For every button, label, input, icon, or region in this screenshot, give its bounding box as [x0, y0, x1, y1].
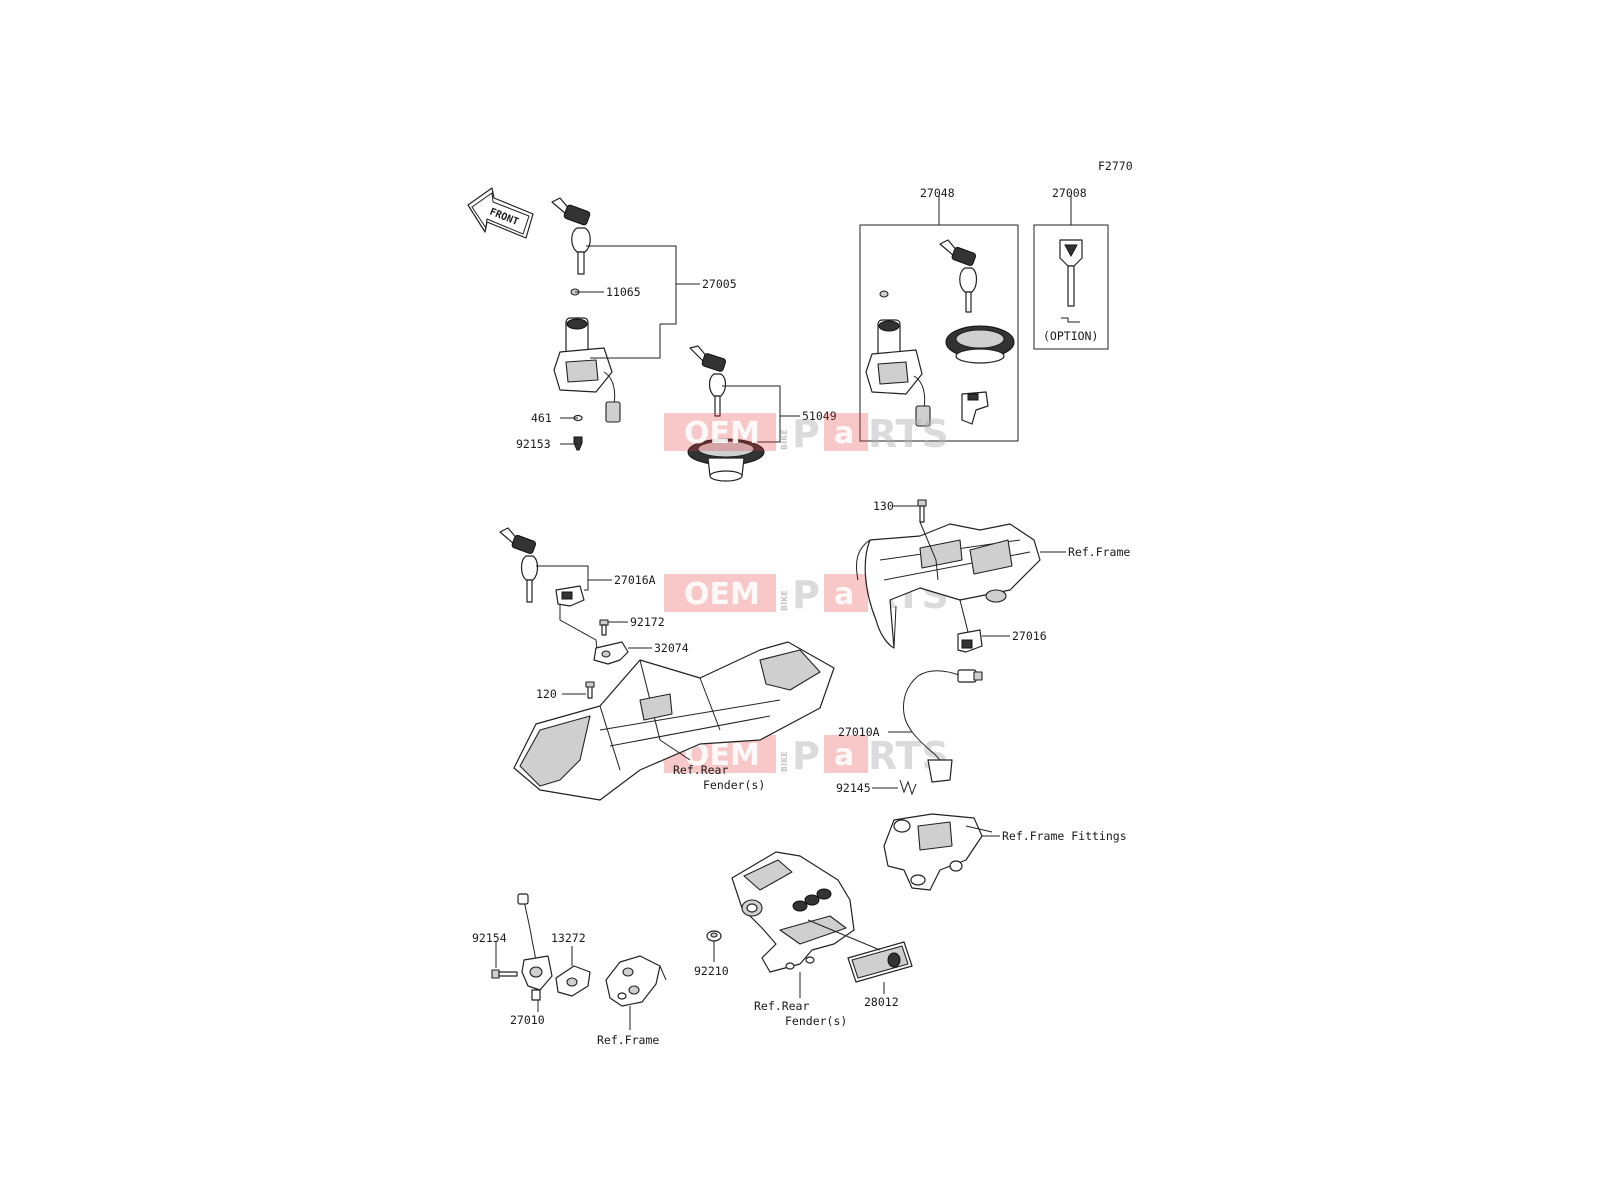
- label-27008: 27008: [1052, 186, 1087, 200]
- front-arrow-icon: FRONT: [467, 187, 534, 239]
- watermark-3: OEM BIKE P a RTS: [664, 734, 949, 778]
- fuel-cap-key-icon: [689, 345, 727, 417]
- fuel-cap-2-icon: [945, 325, 1015, 364]
- ignition-switch-icon: [553, 288, 621, 451]
- plate-13272-icon: [555, 965, 591, 997]
- svg-text:a: a: [834, 577, 854, 612]
- figure-code: F2770: [1098, 159, 1133, 173]
- label-option: (OPTION): [1043, 329, 1098, 343]
- svg-text:BIKE: BIKE: [780, 429, 789, 450]
- label-120: 120: [536, 687, 557, 701]
- label-ref-rear-1b: Fender(s): [703, 778, 765, 792]
- key-set-icon: [939, 239, 978, 313]
- label-28012: 28012: [864, 995, 899, 1009]
- label-92172: 92172: [630, 615, 665, 629]
- svg-text:OEM: OEM: [684, 577, 760, 612]
- label-32074: 32074: [654, 641, 689, 655]
- reflector-28012-icon: [847, 941, 913, 983]
- bolt-120-icon: [585, 681, 595, 699]
- label-130: 130: [873, 499, 894, 513]
- label-ref-frame-1: Ref.Frame: [1068, 545, 1130, 559]
- label-92210: 92210: [694, 964, 729, 978]
- svg-text:a: a: [834, 416, 854, 451]
- label-27010: 27010: [510, 1013, 545, 1027]
- svg-text:OEM: OEM: [684, 416, 760, 451]
- ignition-switch-2-icon: [865, 290, 931, 427]
- label-51049: 51049: [802, 409, 837, 423]
- label-27010a: 27010A: [838, 725, 880, 739]
- label-27016: 27016: [1012, 629, 1047, 643]
- bolt-92154-icon: [491, 969, 518, 979]
- ignition-key-icon: [551, 197, 591, 275]
- seat-lock-27016-icon: [957, 629, 983, 653]
- lock-27016a-icon: [555, 585, 585, 607]
- frame-bracket-icon: [605, 955, 667, 1007]
- label-11065: 11065: [606, 285, 641, 299]
- label-ref-frame-2: Ref.Frame: [597, 1033, 659, 1047]
- label-27005: 27005: [702, 277, 737, 291]
- svg-text:a: a: [834, 738, 854, 773]
- frame-fittings-icon: [883, 813, 993, 891]
- svg-text:RTS: RTS: [868, 412, 949, 456]
- license-bracket-icon: [731, 851, 855, 973]
- spring-92145-icon: [899, 779, 917, 796]
- label-ref-rear-2a: Ref.Rear: [754, 999, 809, 1013]
- bracket-32074-icon: [593, 641, 629, 665]
- svg-text:P: P: [792, 573, 820, 617]
- svg-text:BIKE: BIKE: [780, 590, 789, 611]
- label-92153: 92153: [516, 437, 551, 451]
- rear-fender-icon: [513, 641, 835, 801]
- label-ref-frame-fittings: Ref.Frame Fittings: [1002, 829, 1127, 843]
- option-key-icon: [1059, 239, 1083, 323]
- label-92154: 92154: [472, 931, 507, 945]
- bolt-92172-icon: [599, 619, 609, 636]
- label-ref-rear-2b: Fender(s): [785, 1014, 847, 1028]
- label-461: 461: [531, 411, 552, 425]
- label-13272: 13272: [551, 931, 586, 945]
- switch-27010-icon: [517, 893, 553, 1001]
- nut-92210-icon: [706, 930, 722, 942]
- label-ref-rear-1a: Ref.Rear: [673, 763, 728, 777]
- switch-27010a-icon: [903, 669, 983, 783]
- fuel-cap-icon: [687, 438, 765, 482]
- label-92145: 92145: [836, 781, 871, 795]
- label-27016a: 27016A: [614, 573, 656, 587]
- bolt-130-icon: [917, 499, 927, 523]
- label-27048: 27048: [920, 186, 955, 200]
- svg-text:P: P: [792, 412, 820, 456]
- svg-text:BIKE: BIKE: [780, 751, 789, 772]
- key-27016a-icon: [499, 527, 539, 603]
- seat-lock-icon: [961, 391, 989, 425]
- watermark-1: OEM BIKE P a RTS: [664, 412, 949, 456]
- svg-text:P: P: [792, 734, 820, 778]
